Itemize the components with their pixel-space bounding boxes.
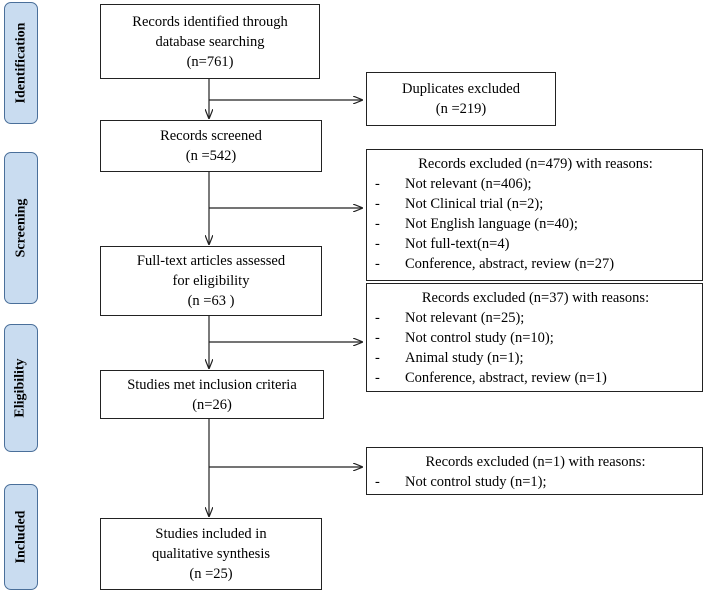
box-records-screened: Records screened (n =542)	[100, 120, 322, 172]
box-records-identified: Records identified through database sear…	[100, 4, 320, 79]
duplicates-count: (n =219)	[435, 101, 487, 117]
box-qualitative-synthesis: Studies included in qualitative synthesi…	[100, 518, 322, 590]
bullet-dash: -	[375, 350, 380, 366]
excluded-eligibility-item: Animal study (n=1);	[405, 350, 524, 366]
excluded-eligibility-item: Not control study (n=10);	[405, 330, 554, 346]
bullet-dash: -	[375, 256, 380, 272]
duplicates-label: Duplicates excluded	[402, 81, 520, 97]
excluded-eligibility-item: Not relevant (n=25);	[405, 310, 525, 326]
stage-screening: Screening	[4, 152, 38, 304]
excluded-screening-item: Conference, abstract, review (n=27)	[405, 256, 615, 272]
bullet-dash: -	[375, 310, 380, 326]
box-fulltext-assessed: Full-text articles assessed for eligibil…	[100, 246, 322, 316]
excluded-screening-item: Not Clinical trial (n=2);	[405, 196, 544, 212]
records-identified-line-1: Records identified through	[132, 13, 288, 30]
bullet-dash: -	[375, 196, 380, 212]
stage-identification: Identification	[4, 2, 38, 124]
records-identified-count: (n=761)	[186, 53, 234, 70]
bullet-dash: -	[375, 236, 380, 252]
box-excluded-screening: Records excluded (n=479) with reasons: -…	[366, 149, 703, 281]
bullet-dash: -	[375, 216, 380, 232]
synthesis-line-2: qualitative synthesis	[152, 546, 270, 562]
records-screened-label: Records screened	[160, 128, 262, 144]
excluded-eligibility-heading: Records excluded (n=37) with reasons:	[421, 290, 650, 306]
fulltext-count: (n =63 )	[187, 293, 235, 309]
list-item: - Not Clinical trial (n=2);	[375, 194, 696, 214]
excluded-screening-item: Not full-text(n=4)	[405, 236, 510, 252]
stage-eligibility: Eligibility	[4, 324, 38, 452]
box-duplicates-excluded: Duplicates excluded (n =219)	[366, 72, 556, 126]
list-item: - Not control study (n=10);	[375, 328, 696, 348]
list-item: - Conference, abstract, review (n=1)	[375, 368, 696, 388]
excluded-eligibility-item: Conference, abstract, review (n=1)	[405, 370, 607, 386]
list-item: - Not full-text(n=4)	[375, 234, 696, 254]
bullet-dash: -	[375, 176, 380, 192]
box-inclusion-criteria: Studies met inclusion criteria (n=26)	[100, 370, 324, 419]
records-screened-count: (n =542)	[185, 148, 237, 164]
bullet-dash: -	[375, 370, 380, 386]
list-item: - Not relevant (n=406);	[375, 174, 696, 194]
fulltext-line-2: for eligibility	[172, 273, 250, 289]
list-item: - Not English language (n=40);	[375, 214, 696, 234]
excluded-screening-item: Not relevant (n=406);	[405, 176, 532, 192]
excluded-inclusion-item: Not control study (n=1);	[405, 474, 547, 490]
list-item: - Animal study (n=1);	[375, 348, 696, 368]
box-excluded-eligibility: Records excluded (n=37) with reasons: - N…	[366, 283, 703, 392]
excluded-screening-heading: Records excluded (n=479) with reasons:	[418, 156, 653, 172]
excluded-screening-item: Not English language (n=40);	[405, 216, 578, 232]
synthesis-count: (n =25)	[189, 566, 233, 582]
bullet-dash: -	[375, 474, 380, 490]
list-item: - Not control study (n=1);	[375, 472, 696, 492]
stage-included: Included	[4, 484, 38, 590]
list-item: - Not relevant (n=25);	[375, 308, 696, 328]
box-excluded-inclusion: Records excluded (n=1) with reasons: - No…	[366, 447, 703, 495]
synthesis-line-1: Studies included in	[155, 526, 267, 542]
records-identified-line-2: database searching	[155, 33, 265, 50]
fulltext-line-1: Full-text articles assessed	[136, 253, 286, 269]
inclusion-count: (n=26)	[192, 396, 232, 413]
bullet-dash: -	[375, 330, 380, 346]
excluded-inclusion-heading: Records excluded (n=1) with reasons:	[425, 454, 646, 470]
inclusion-label: Studies met inclusion criteria	[127, 376, 297, 393]
list-item: - Conference, abstract, review (n=27)	[375, 254, 696, 274]
